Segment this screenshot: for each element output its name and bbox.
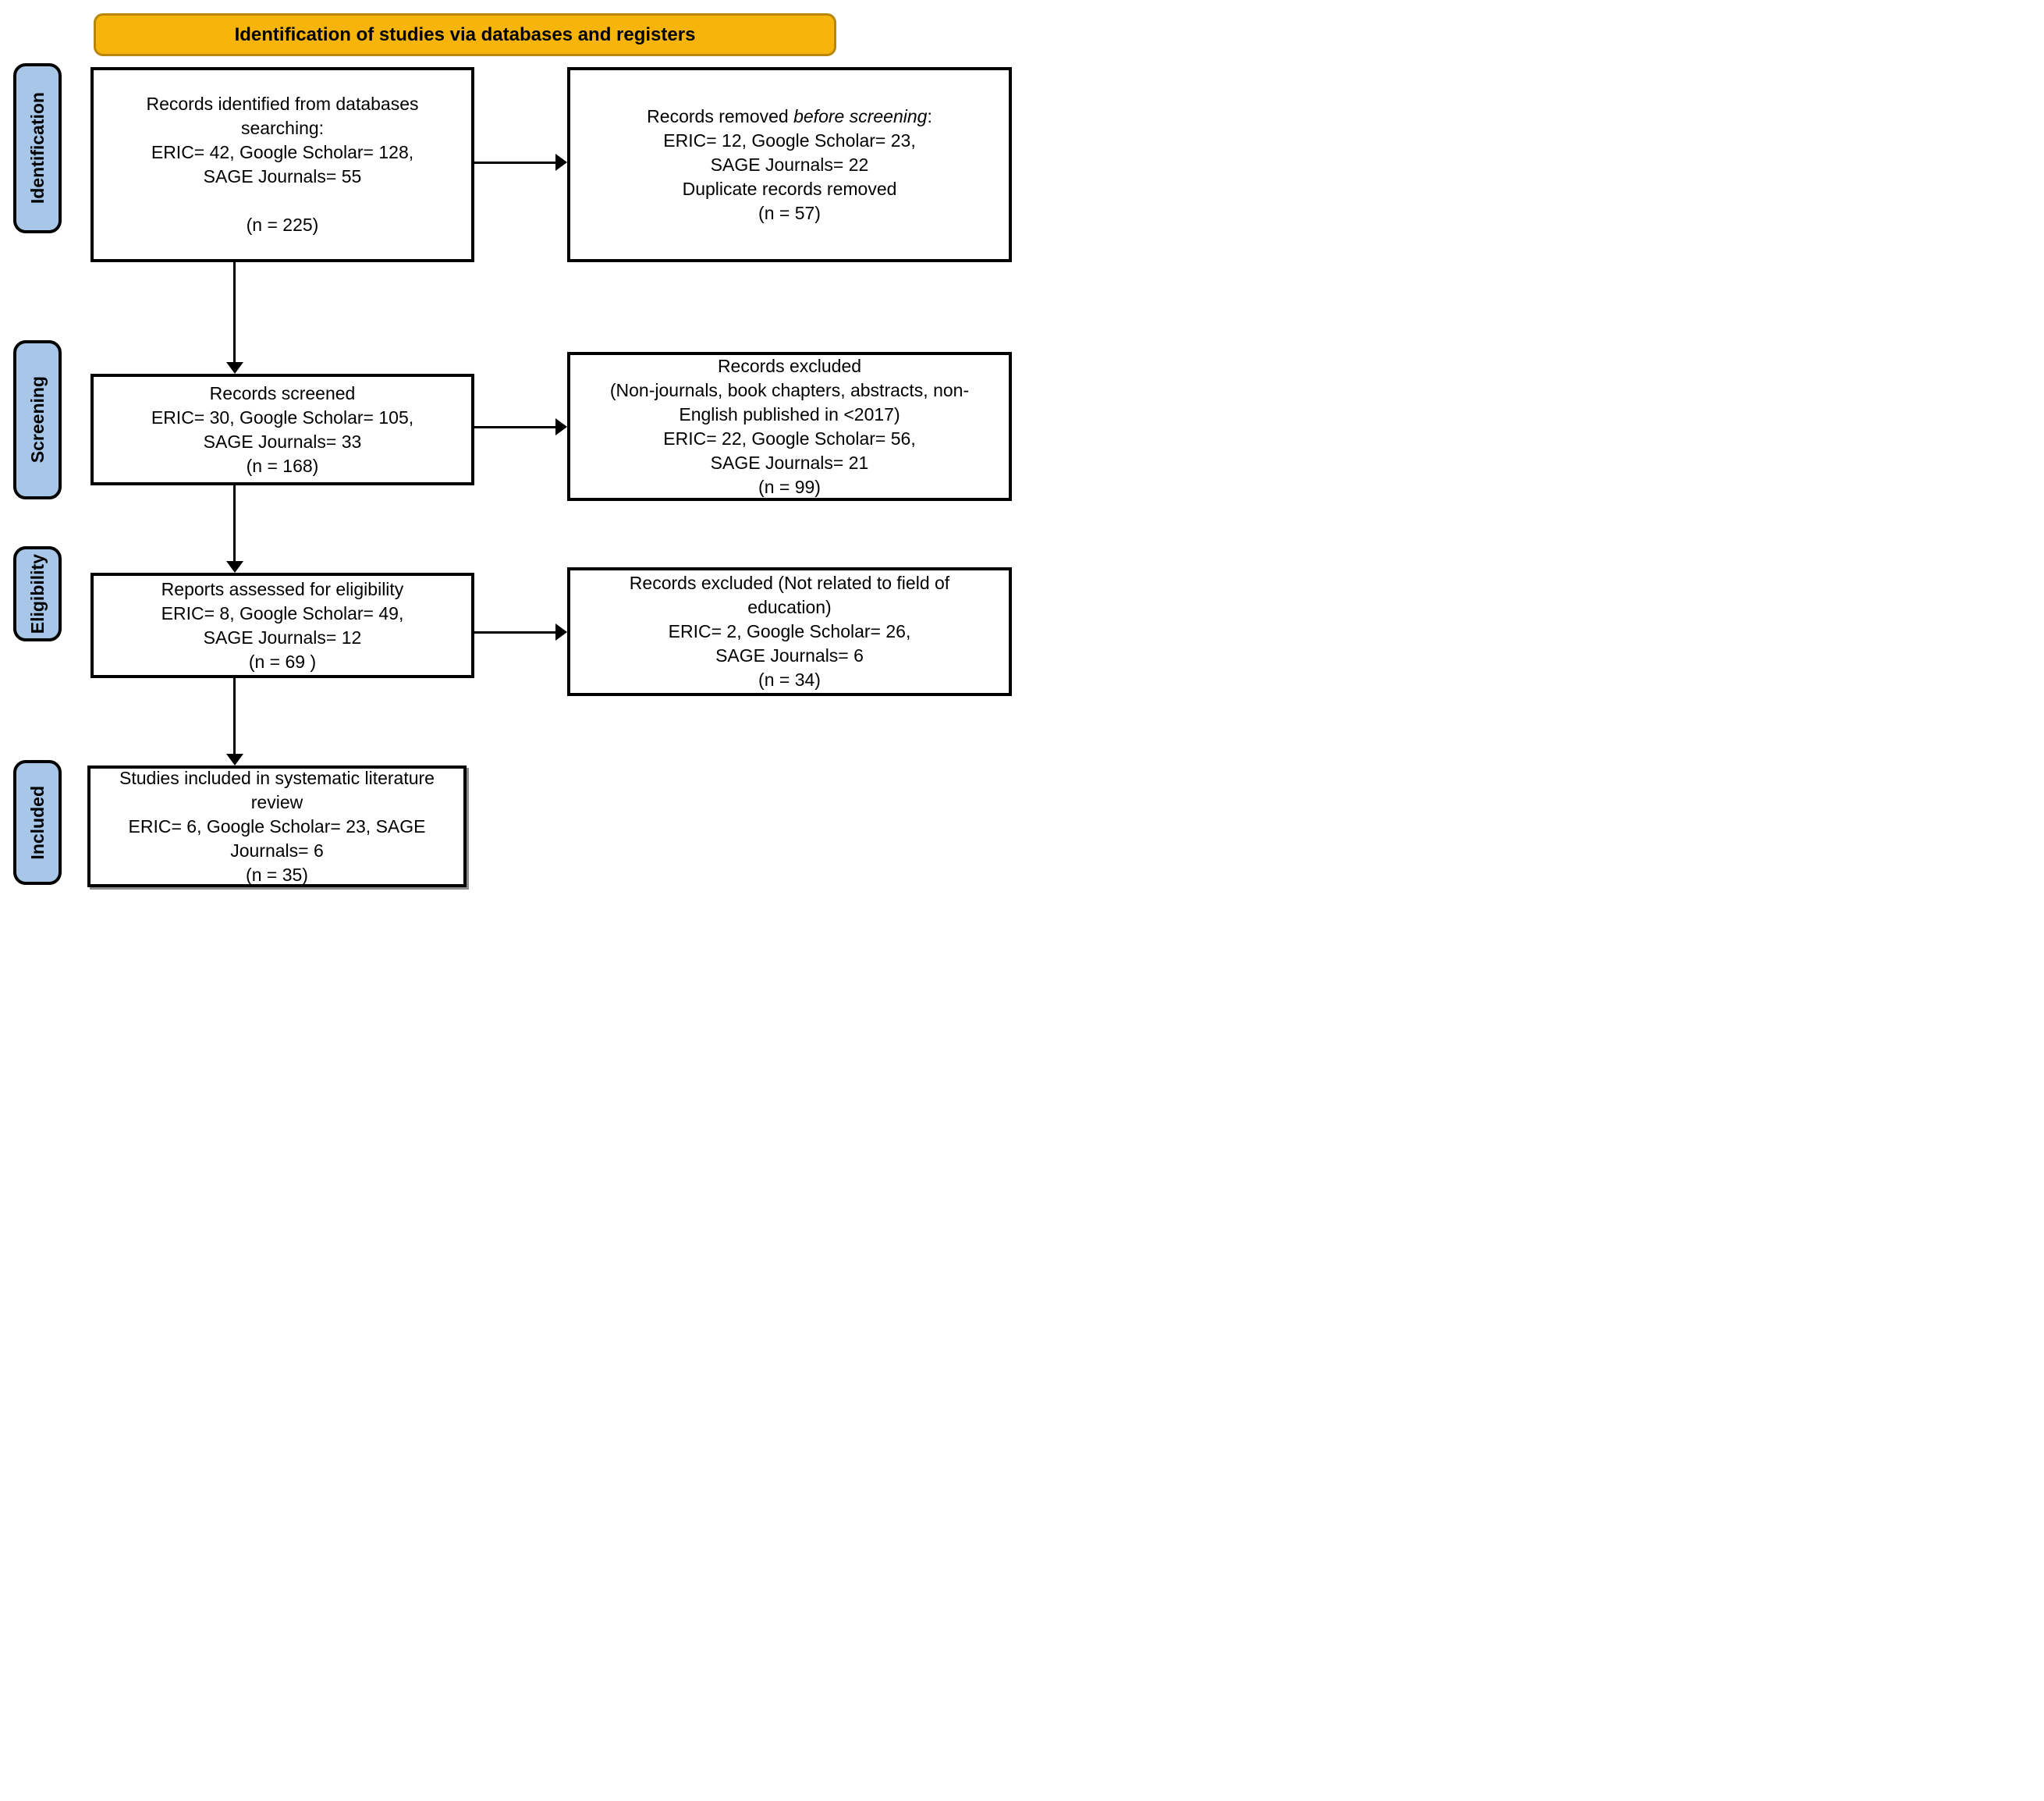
box-text-line: SAGE Journals= 6 bbox=[715, 645, 864, 666]
stage-label-text: Included bbox=[27, 785, 48, 860]
box-records-identified: Records identified from databases searchi… bbox=[90, 67, 474, 262]
box-text-line: SAGE Journals= 33 bbox=[203, 431, 362, 452]
arrowhead-down-icon bbox=[226, 561, 243, 573]
box-text-line: education) bbox=[747, 597, 832, 617]
box-text-line: review bbox=[250, 791, 303, 812]
box-text-line: SAGE Journals= 12 bbox=[203, 627, 362, 648]
stage-label-text: Screening bbox=[27, 376, 48, 464]
diagram-title: Identification of studies via databases … bbox=[234, 23, 696, 45]
arrow-line bbox=[474, 162, 556, 164]
box-text-line: ERIC= 42, Google Scholar= 128, bbox=[151, 142, 414, 162]
box-records-removed-before-screening: Records removed before screening: ERIC= 1… bbox=[567, 67, 1012, 262]
box-text-line: ERIC= 6, Google Scholar= 23, SAGE bbox=[128, 815, 426, 837]
stage-label-screening: Screening bbox=[13, 340, 62, 499]
arrowhead-down-icon bbox=[226, 362, 243, 374]
box-text-line: Reports assessed for eligibility bbox=[161, 578, 404, 599]
arrowhead-right-icon bbox=[555, 154, 567, 171]
arrow-line bbox=[233, 678, 236, 755]
box-text-line: Records excluded bbox=[717, 355, 862, 376]
box-text-line: searching: bbox=[240, 118, 325, 138]
box-records-excluded-screening: Records excluded (Non-journals, book chap… bbox=[567, 352, 1012, 501]
box-text-line: (n = 168) bbox=[246, 455, 319, 476]
box-text-line: Records identified from databases bbox=[146, 94, 419, 114]
box-text-line: Duplicate records removed bbox=[682, 178, 897, 199]
box-text-line: SAGE Journals= 55 bbox=[203, 166, 362, 186]
box-text-line: ERIC= 22, Google Scholar= 56, bbox=[663, 428, 916, 449]
box-text-line: Records screened bbox=[209, 382, 356, 403]
stage-label-eligibility: Eligibility bbox=[13, 546, 62, 641]
box-text-line: ERIC= 8, Google Scholar= 49, bbox=[161, 602, 404, 623]
stage-label-included: Included bbox=[13, 760, 62, 885]
box-text-line: Journals= 6 bbox=[230, 840, 324, 861]
box-text-line: ERIC= 2, Google Scholar= 26, bbox=[668, 621, 911, 641]
arrowhead-right-icon bbox=[555, 623, 567, 641]
box-records-excluded-eligibility: Records excluded (Not related to field o… bbox=[567, 567, 1012, 696]
box-text-line: (n = 69 ) bbox=[248, 651, 317, 672]
box-text-line: SAGE Journals= 22 bbox=[710, 154, 869, 175]
arrow-line bbox=[233, 262, 236, 364]
box-text-line: SAGE Journals= 21 bbox=[710, 452, 869, 473]
box-text-line: (Non-journals, book chapters, abstracts,… bbox=[609, 379, 970, 400]
box-text-line bbox=[280, 189, 285, 213]
arrow-line bbox=[233, 485, 236, 562]
stage-label-text: Identification bbox=[27, 92, 48, 204]
box-text-line: ERIC= 12, Google Scholar= 23, bbox=[663, 130, 916, 151]
arrow-line bbox=[474, 426, 556, 428]
prisma-flow-diagram: Identification of studies via databases … bbox=[0, 0, 1022, 900]
diagram-title-banner: Identification of studies via databases … bbox=[94, 13, 836, 56]
box-text-line: (n = 34) bbox=[758, 670, 821, 690]
stage-label-identification: Identification bbox=[13, 63, 62, 233]
box-text-line: (n = 99) bbox=[758, 476, 821, 497]
box-text-line: (n = 225) bbox=[246, 215, 319, 235]
box-studies-included: Studies included in systematic literatur… bbox=[87, 766, 467, 887]
box-text-line: Records excluded (Not related to field o… bbox=[629, 573, 950, 593]
arrowhead-right-icon bbox=[555, 418, 567, 435]
arrowhead-down-icon bbox=[226, 754, 243, 766]
box-text-line: Studies included in systematic literatur… bbox=[119, 767, 435, 788]
box-text-line: (n = 35) bbox=[246, 864, 308, 885]
box-text-line: (n = 57) bbox=[758, 202, 821, 223]
box-text-line: ERIC= 30, Google Scholar= 105, bbox=[151, 407, 414, 428]
arrow-line bbox=[474, 631, 556, 634]
stage-label-text: Eligibility bbox=[27, 553, 48, 634]
box-text-line: English published in <2017) bbox=[679, 403, 900, 424]
box-text-line: Records removed before screening: bbox=[647, 105, 932, 126]
